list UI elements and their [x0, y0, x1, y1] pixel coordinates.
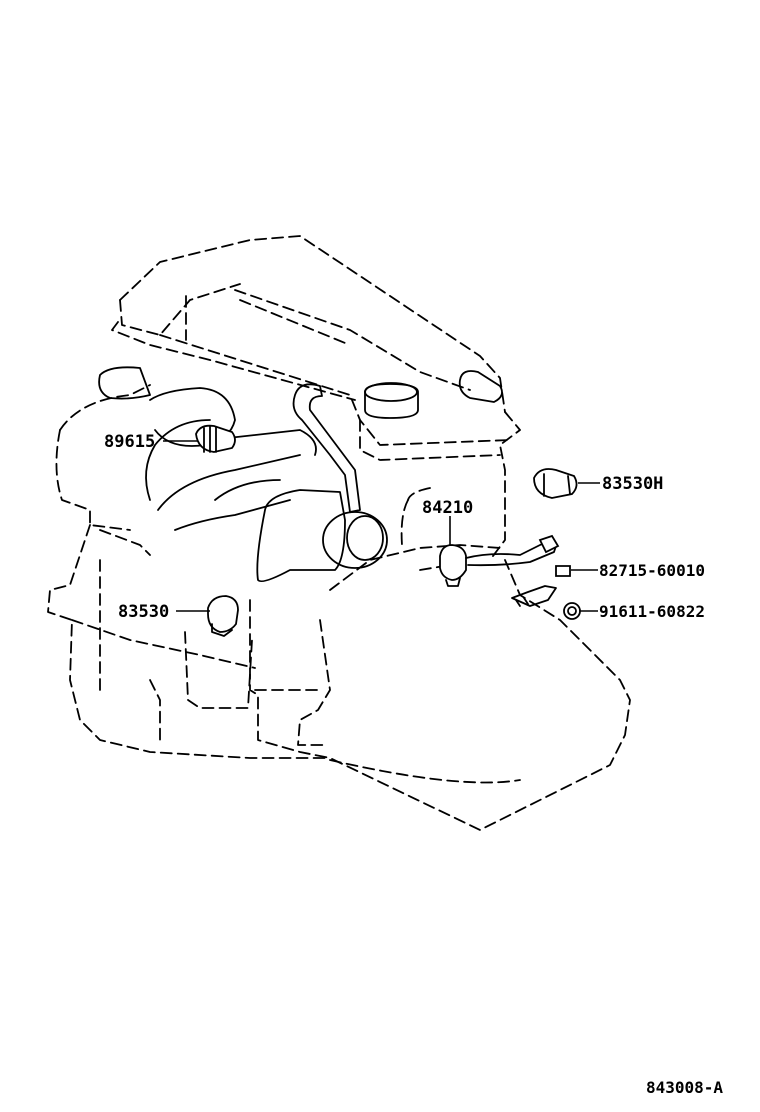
leader-lines — [163, 440, 600, 612]
label-82715-60010: 82715-60010 — [599, 561, 705, 580]
label-83530: 83530 — [118, 602, 169, 622]
part-labels: 89615 83530H 84210 82715-60010 91611-608… — [104, 432, 705, 622]
figure-code: 843008-A — [646, 1078, 723, 1097]
label-91611-60822: 91611-60822 — [599, 602, 705, 621]
part-83530-switch — [207, 595, 239, 637]
part-82715-clamp — [511, 565, 571, 607]
label-84210: 84210 — [422, 498, 473, 518]
part-84210-sensor — [439, 534, 560, 587]
label-89615: 89615 — [104, 432, 155, 452]
label-83530H: 83530H — [602, 474, 663, 494]
part-83530H-switch — [533, 468, 578, 499]
engine-outline — [47, 235, 631, 831]
part-91611-bolt — [563, 602, 581, 620]
part-89615-sensor — [195, 424, 236, 453]
